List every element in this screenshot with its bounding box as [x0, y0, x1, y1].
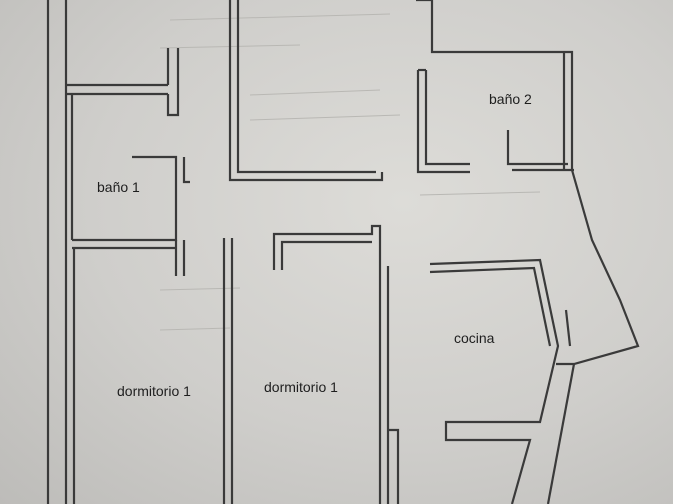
- bedroom-center-walls: [272, 224, 400, 504]
- right-outer-walls: [416, 0, 640, 366]
- central-upper-room-walls: [228, 0, 384, 182]
- top-left-room-walls: [66, 48, 180, 117]
- kitchen-walls: [429, 258, 576, 504]
- room-labels: baño 1 baño 2 dormitorio 1 dormitorio 1 …: [97, 91, 532, 399]
- room-label-bathroom-1: baño 1: [97, 179, 140, 195]
- outer-left-wall: [46, 0, 68, 504]
- bathroom-2-walls: [416, 68, 574, 174]
- room-label-bedroom-left: dormitorio 1: [117, 383, 191, 399]
- room-label-bathroom-2: baño 2: [489, 91, 532, 107]
- room-label-bedroom-center: dormitorio 1: [264, 379, 338, 395]
- bedroom-left-walls: [72, 238, 234, 504]
- bleed-through-marks: [159, 13, 541, 331]
- bathroom-1-walls: [70, 94, 190, 276]
- room-label-kitchen: cocina: [454, 330, 495, 346]
